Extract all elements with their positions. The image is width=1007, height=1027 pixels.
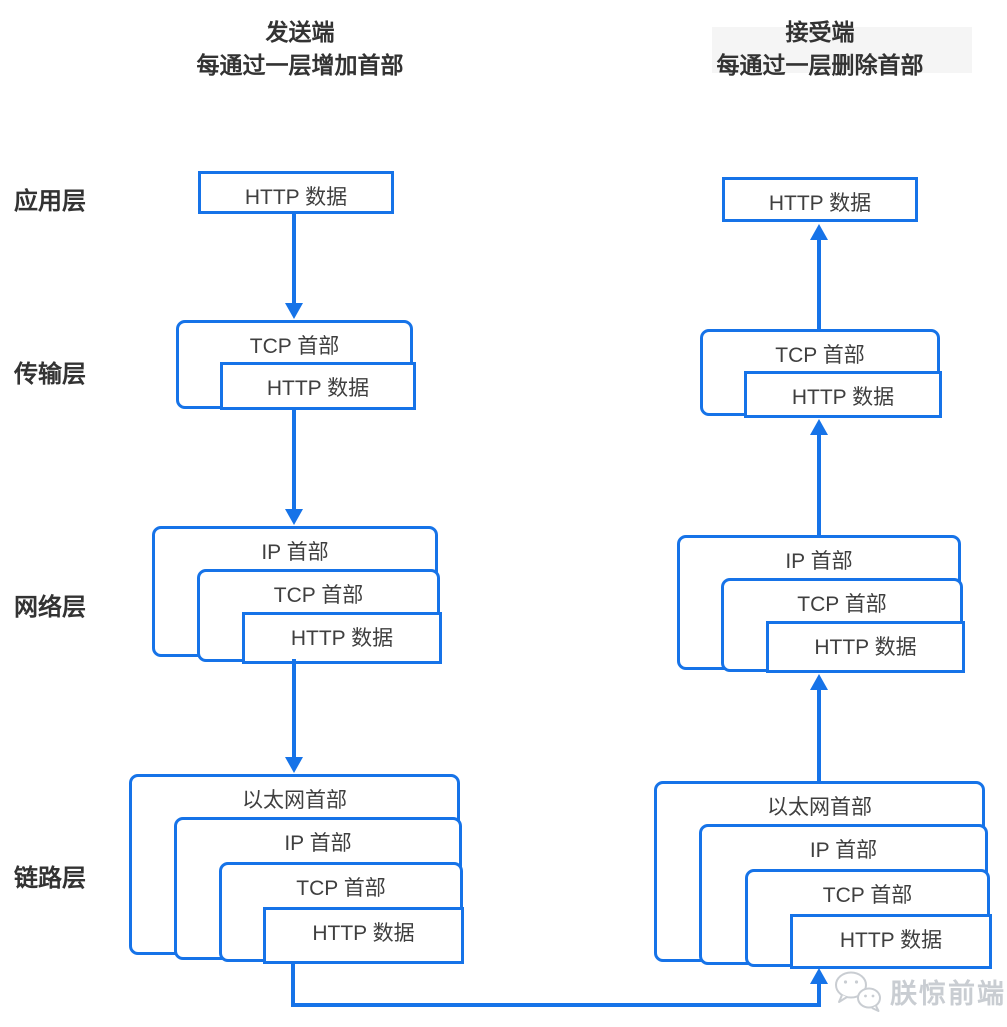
box-label: HTTP 数据	[814, 636, 917, 659]
box-label: HTTP 数据	[839, 929, 943, 952]
box-label: HTTP 数据	[312, 922, 415, 945]
wechat-icon	[835, 971, 881, 1012]
box-label: TCP 首部	[296, 877, 386, 900]
box-label: HTTP 数据	[768, 192, 872, 215]
box-label: TCP 首部	[822, 884, 913, 907]
ghost-watermark-band	[712, 27, 972, 73]
box-label: IP 首部	[785, 550, 853, 573]
box-label: HTTP 数据	[791, 386, 895, 409]
bottom-connector-up-head	[810, 968, 828, 984]
sender-title-line1: 发送端	[265, 19, 335, 45]
receiver-arrow-link-to-network-head	[810, 674, 828, 690]
bottom-connector-horizontal-line	[291, 1003, 821, 1007]
sender-transport-http-box: HTTP 数据	[220, 362, 416, 410]
receiver-title-line2: 每通过一层删除首部	[716, 52, 924, 78]
box-label: HTTP 数据	[266, 377, 370, 400]
sender-title-line2: 每通过一层增加首部	[196, 52, 404, 78]
layer-label-application: 应用层	[14, 188, 86, 215]
receiver-network-http-box: HTTP 数据	[766, 621, 965, 673]
bottom-connector-down-line	[291, 962, 295, 1007]
box-label: IP 首部	[261, 541, 329, 564]
receiver-arrow-network-to-transport-line	[817, 434, 821, 535]
box-label: IP 首部	[809, 839, 878, 862]
box-label: HTTP 数据	[290, 627, 394, 650]
receiver-arrow-network-to-transport-head	[810, 419, 828, 435]
layer-label-network: 网络层	[14, 594, 86, 621]
receiver-link-http-box: HTTP 数据	[790, 914, 992, 969]
receiver-title: 接受端 每通过一层删除首部	[620, 16, 1007, 82]
sender-arrow-network-to-link-head	[285, 757, 303, 773]
layer-label-transport: 传输层	[14, 361, 86, 388]
box-label: TCP 首部	[249, 335, 340, 358]
receiver-application-http-box: HTTP 数据	[722, 177, 918, 222]
sender-arrow-app-to-transport-line	[292, 214, 296, 303]
box-label: 以太网首部	[242, 789, 347, 812]
receiver-transport-http-box: HTTP 数据	[744, 371, 942, 418]
layer-label-link: 链路层	[14, 865, 86, 892]
watermark: 朕惊前端	[832, 968, 1006, 1014]
sender-arrow-transport-to-network-line	[292, 409, 296, 509]
sender-title: 发送端 每通过一层增加首部	[100, 16, 500, 82]
watermark-text: 朕惊前端	[890, 978, 1006, 1009]
sender-arrow-transport-to-network-head	[285, 509, 303, 525]
box-label: TCP 首部	[273, 584, 364, 607]
box-label: HTTP 数据	[244, 186, 348, 209]
receiver-arrow-link-to-network-line	[817, 689, 821, 781]
sender-application-http-box: HTTP 数据	[198, 171, 394, 214]
sender-link-http-box: HTTP 数据	[263, 907, 464, 964]
box-label: TCP 首部	[797, 593, 887, 616]
box-label: TCP 首部	[775, 344, 865, 367]
receiver-title-line1: 接受端	[785, 19, 855, 45]
box-label: IP 首部	[284, 832, 352, 855]
box-label: 以太网首部	[767, 796, 872, 819]
sender-arrow-network-to-link-line	[292, 659, 296, 757]
receiver-arrow-transport-to-app-head	[810, 224, 828, 240]
bottom-connector-up-line	[817, 984, 821, 1007]
sender-network-http-box: HTTP 数据	[242, 612, 442, 664]
receiver-arrow-transport-to-app-line	[817, 239, 821, 329]
sender-arrow-app-to-transport-head	[285, 303, 303, 319]
